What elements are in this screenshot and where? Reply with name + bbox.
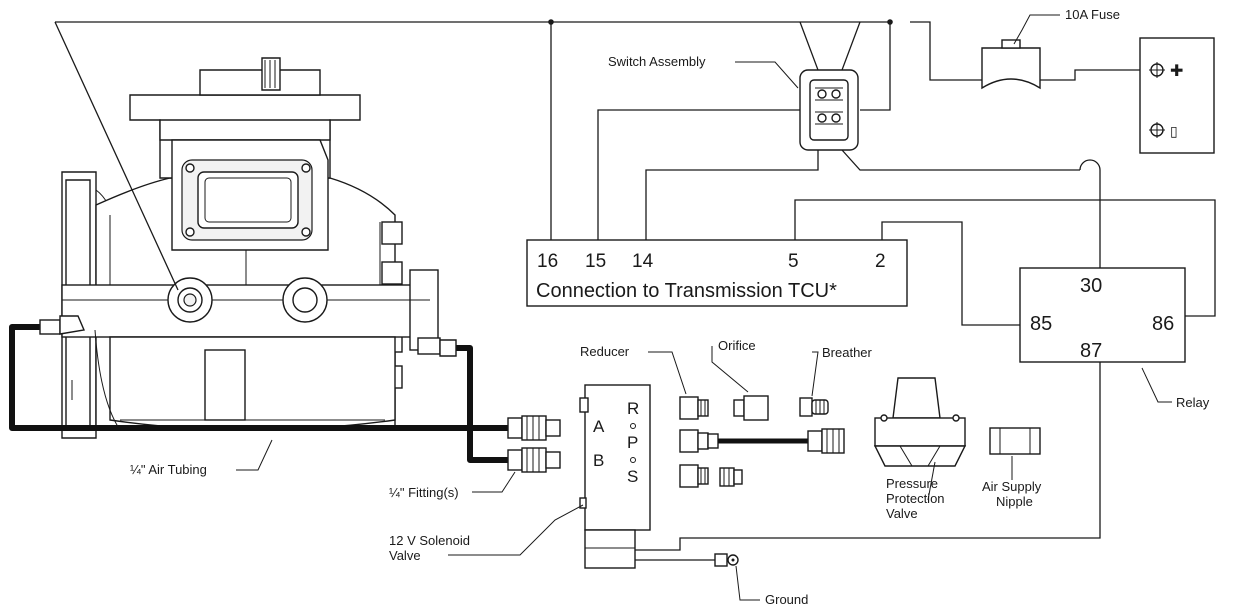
callout-leaders	[236, 14, 1172, 601]
ppv-label-line3: Valve	[886, 506, 918, 521]
supply-hose	[718, 428, 845, 454]
relay-pin-30: 30	[1080, 275, 1102, 297]
tcu-pin-2: 2	[875, 251, 886, 272]
breather-fitting	[799, 397, 829, 417]
ground-label: Ground	[765, 592, 808, 605]
tcu-pin-14: 14	[632, 251, 654, 272]
breather-label: Breather	[822, 345, 873, 360]
tcu-pin-15: 15	[585, 251, 606, 272]
solenoid-label-line2: Valve	[389, 548, 421, 563]
fuse-label: 10A Fuse	[1065, 7, 1120, 22]
port-s-label: S	[627, 467, 638, 486]
port-a-label: A	[593, 417, 605, 436]
air-supply-nipple	[989, 427, 1041, 455]
fittings-label: ¼" Fitting(s)	[389, 485, 459, 500]
orifice-fitting	[733, 395, 769, 421]
reducer-fittings	[679, 396, 743, 488]
positive-terminal-icon: ✚	[1170, 63, 1183, 80]
port-b-label: B	[593, 451, 604, 470]
nipple-label-line2: Nipple	[996, 494, 1033, 509]
solenoid-label-line1: 12 V Solenoid	[389, 533, 470, 548]
relay-label: Relay	[1176, 395, 1210, 410]
relay-pin-86: 86	[1152, 313, 1174, 335]
fuse-holder	[981, 39, 1041, 90]
pressure-protection-valve	[873, 377, 967, 467]
switch-assembly	[799, 69, 859, 151]
air-tubing-label: ¼" Air Tubing	[130, 462, 207, 477]
port-p-label: P	[627, 433, 638, 452]
negative-terminal-icon: ▯	[1170, 123, 1178, 139]
tcu-pin-16: 16	[537, 251, 558, 272]
switch-assembly-label: Switch Assembly	[608, 54, 706, 69]
nipple-label-line1: Air Supply	[982, 479, 1042, 494]
solenoid-valve: A B R P S	[579, 384, 651, 569]
electrical-wiring	[54, 19, 1216, 561]
battery: ✚ ▯	[1139, 37, 1215, 154]
ground-terminal	[714, 553, 739, 567]
air-tubing-run	[9, 315, 512, 463]
relay-pin-85: 85	[1030, 313, 1052, 335]
reducer-label: Reducer	[580, 344, 630, 359]
tcu-title: Connection to Transmission TCU*	[536, 280, 837, 302]
quarter-inch-fittings	[507, 415, 561, 473]
orifice-label: Orifice	[718, 338, 756, 353]
tcu-connector: 16 15 14 5 2 Connection to Transmission …	[526, 239, 908, 307]
ppv-label-line1: Pressure	[886, 476, 938, 491]
compressor-housing	[61, 57, 439, 439]
relay-pin-87: 87	[1080, 340, 1102, 362]
ppv-label-line2: Protection	[886, 491, 945, 506]
tcu-pin-5: 5	[788, 251, 799, 272]
relay: 30 85 86 87	[1019, 267, 1186, 363]
labels: 10A Fuse Switch Assembly Reducer Orifice…	[130, 7, 1210, 607]
port-r-label: R	[627, 399, 639, 418]
